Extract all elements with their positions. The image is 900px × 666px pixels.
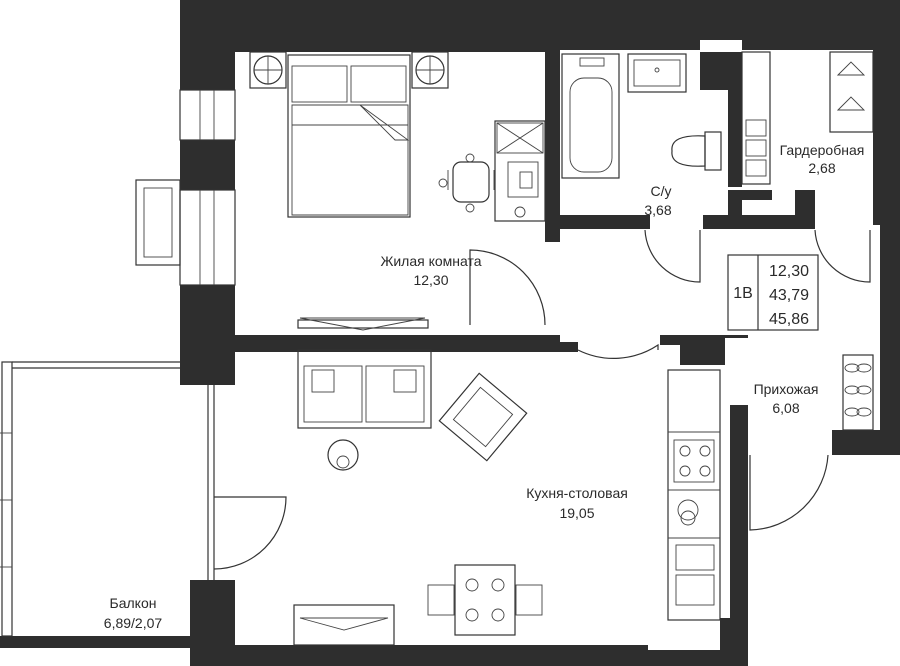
bathtub [561,53,620,179]
top-wall [180,0,900,215]
living-door [469,249,546,326]
partition-wall [560,215,650,229]
room-area-balcony: 6,89/2,07 [104,615,163,631]
entrance-door [749,454,829,531]
room-name-wardrobe: Гардеробная [780,142,865,158]
balcony-glazing [1,361,13,637]
room-name-living: Жилая комната [380,253,481,269]
kitchen-counter [667,369,721,621]
office-chair [438,153,495,213]
washing-machine [741,51,771,185]
partition-wall [545,52,560,242]
sofa [297,349,432,429]
doors [213,229,871,570]
partition-wall [873,215,900,225]
ac-unit [135,179,181,266]
bed [287,54,411,218]
partition-wall [728,52,742,187]
toilet [671,131,722,171]
kitchen-door [577,343,659,359]
room-name-hallway: Прихожая [754,381,819,397]
wardrobe-door [814,229,871,283]
room-area-hallway: 6,08 [772,400,799,416]
living-area-value: 12,30 [769,263,809,280]
bathroom-door [644,229,701,283]
room-area-kitchen: 19,05 [559,505,594,521]
kitchen-tv-stand [293,604,395,646]
apartment-type: 1В [733,285,753,302]
armchair [438,372,528,462]
wardrobe-rack [829,51,874,133]
room-area-living: 12,30 [413,272,448,288]
partition-wall [742,190,772,200]
nightstand-lamp [249,51,287,89]
partition-wall [180,335,578,352]
left-wall-segment [180,140,235,190]
dining-table [427,564,543,636]
nightstand-lamp [411,51,449,89]
window [179,89,236,141]
sink [627,53,687,93]
room-name-balcony: Балкон [110,595,157,611]
balcony-rail [0,636,190,648]
balcony-door [213,496,287,570]
room-name-bathroom: С/у [651,183,672,199]
tv-stand [297,317,429,331]
desk [494,120,546,222]
bottom-wall [190,580,648,666]
room-labels: Жилая комната 12,30 С/у 3,68 Гардеробная… [104,142,865,631]
side-table [327,439,359,471]
room-area-bathroom: 3,68 [644,202,671,218]
partition-wall [728,190,742,215]
windows [0,89,236,637]
partition-wall [795,190,815,215]
room-area-wardrobe: 2,68 [808,160,835,176]
left-wall-segment [180,352,210,385]
total-with-balcony-value: 45,86 [769,311,809,328]
shaft [700,52,728,90]
apartment-summary: 1В 12,30 43,79 45,86 [727,254,819,331]
window [179,189,236,286]
hallway-wall [832,225,900,455]
total-area-value: 43,79 [769,287,809,304]
kitchen-wall [640,335,748,666]
shoe-rack [842,354,874,431]
partition-wall [703,215,815,229]
room-name-kitchen: Кухня-столовая [526,485,628,501]
